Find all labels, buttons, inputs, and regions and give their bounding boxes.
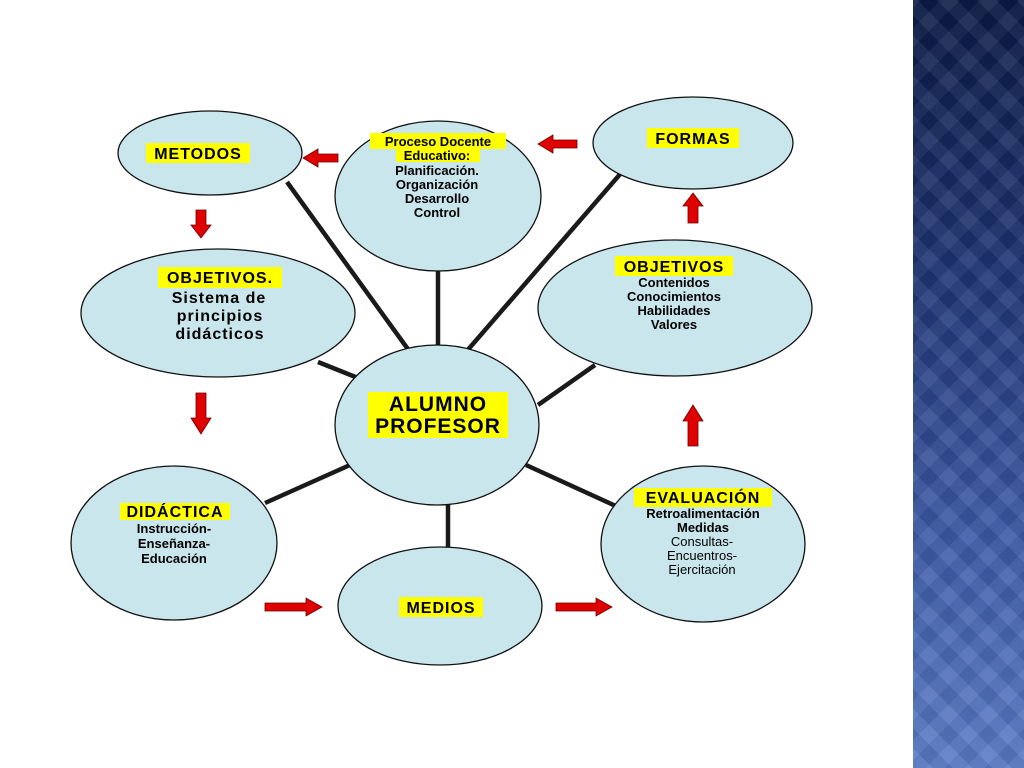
node-proceso bbox=[334, 120, 542, 272]
highlight-objetivos-right bbox=[615, 256, 733, 276]
highlight-objetivos-left bbox=[158, 267, 282, 288]
arrow-left-icon bbox=[302, 148, 339, 168]
connector-objetivos-right bbox=[536, 363, 597, 407]
highlight-center bbox=[368, 392, 508, 438]
didactica-line: Instrucción- bbox=[137, 521, 211, 536]
objetivos-left-title: OBJETIVOS. bbox=[167, 270, 273, 287]
evaluacion-title: EVALUACIÓN bbox=[646, 488, 761, 507]
highlight-didactica bbox=[120, 503, 230, 520]
formas-title: FORMAS bbox=[655, 131, 730, 148]
objetivos-left-line: didácticos bbox=[175, 326, 264, 343]
highlight-medios bbox=[399, 597, 483, 617]
evaluacion-line: Consultas- bbox=[671, 534, 733, 549]
decorative-sidebar bbox=[913, 0, 1024, 768]
objetivos-right-line: Contenidos bbox=[638, 275, 710, 290]
flow-arrows bbox=[190, 134, 704, 617]
arrow-up-icon bbox=[682, 192, 704, 224]
highlight-evaluacion bbox=[634, 488, 772, 507]
labels: METODOS Proceso Docente Educativo: Plani… bbox=[127, 131, 761, 617]
highlight-proceso bbox=[370, 133, 506, 149]
highlights bbox=[120, 128, 772, 617]
proceso-line: Planificación. bbox=[395, 163, 479, 178]
objetivos-right-line: Habilidades bbox=[638, 303, 711, 318]
connectors bbox=[264, 163, 630, 548]
objetivos-right-line: Valores bbox=[651, 317, 697, 332]
didactica-line: Enseñanza- bbox=[138, 536, 210, 551]
center-line: PROFESOR bbox=[375, 415, 501, 438]
connector-objetivos-left bbox=[317, 359, 359, 381]
arrow-right-icon bbox=[264, 597, 323, 617]
medios-title: MEDIOS bbox=[406, 600, 475, 617]
concept-diagram: METODOS Proceso Docente Educativo: Plani… bbox=[70, 96, 813, 666]
connector-formas bbox=[464, 163, 630, 354]
arrow-right-icon bbox=[555, 597, 613, 617]
objetivos-right-title: OBJETIVOS bbox=[624, 259, 725, 276]
evaluacion-line: Medidas bbox=[677, 520, 729, 535]
objetivos-left-line: Sistema de bbox=[172, 290, 266, 307]
proceso-line: Control bbox=[414, 205, 460, 220]
arrow-up-icon bbox=[682, 404, 704, 447]
evaluacion-line: Ejercitación bbox=[668, 562, 735, 577]
objetivos-right-line: Conocimientos bbox=[627, 289, 721, 304]
proceso-line: Desarrollo bbox=[405, 191, 469, 206]
didactica-title: DIDÁCTICA bbox=[127, 502, 224, 521]
highlight-formas bbox=[647, 128, 739, 148]
proceso-title: Proceso Docente bbox=[385, 134, 491, 149]
objetivos-left-line: principios bbox=[177, 308, 263, 325]
arrow-down-icon bbox=[190, 392, 212, 435]
evaluacion-line: Encuentros- bbox=[667, 548, 737, 563]
center-line: ALUMNO bbox=[389, 393, 487, 416]
connector-evaluacion bbox=[525, 462, 619, 510]
node-objetivos-left bbox=[80, 248, 356, 378]
node-objetivos-right bbox=[537, 239, 813, 377]
metodos-title: METODOS bbox=[154, 146, 242, 163]
connector-didactica bbox=[264, 462, 351, 506]
connector-metodos bbox=[285, 180, 412, 354]
didactica-line: Educación bbox=[141, 551, 207, 566]
highlight-metodos bbox=[146, 143, 250, 163]
proceso-title-2: Educativo: bbox=[404, 148, 470, 163]
highlight-proceso-2 bbox=[396, 148, 480, 162]
arrow-down-icon bbox=[190, 209, 212, 239]
evaluacion-line: Retroalimentación bbox=[646, 506, 759, 521]
arrow-left-icon bbox=[537, 134, 578, 154]
nodes bbox=[70, 96, 813, 666]
proceso-line: Organización bbox=[396, 177, 478, 192]
